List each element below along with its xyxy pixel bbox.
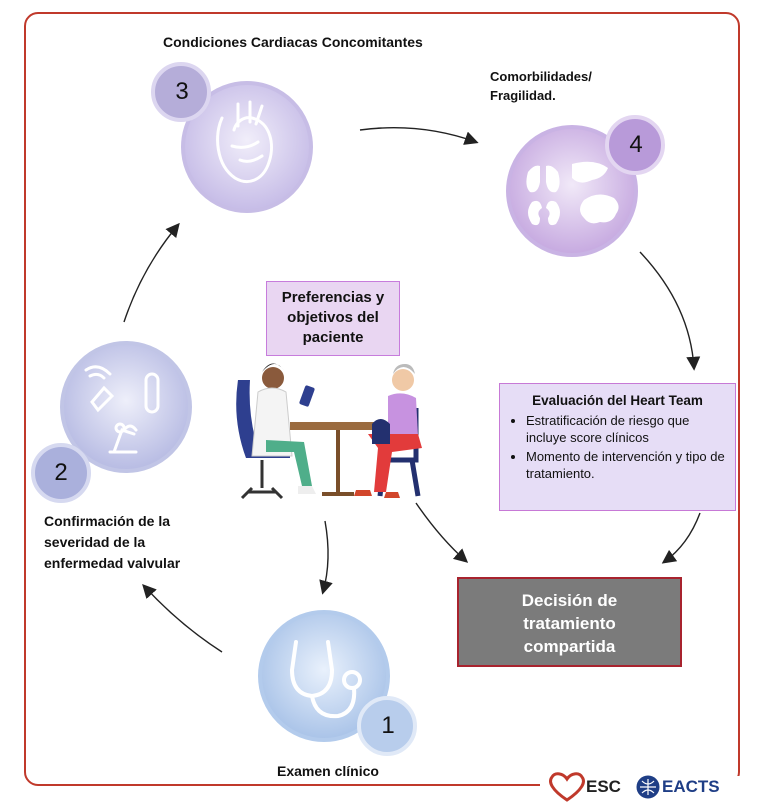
eacts-logo-text: EACTS [662,777,720,796]
brain-icon [580,194,619,224]
organs-icons [526,161,619,226]
lungs-icon [526,165,560,193]
step4-number-badge [605,115,665,175]
step2-circle [60,341,192,473]
patient-preferences-box: Preferencias y objetivos del paciente [266,281,400,356]
step4-number: 4 [629,131,643,158]
heart-team-title: Evaluación del Heart Team [532,393,703,408]
ultrasound-probe-icon [84,365,115,413]
step2-label: Confirmación de la severidad de la enfer… [44,513,181,571]
esc-heart-logo-icon [549,772,585,802]
step1-label: Examen clínico [277,763,379,779]
step1-circle [258,610,390,742]
step1-number: 1 [381,712,395,739]
liver-icon [572,161,608,183]
step1-number-badge [357,696,417,756]
eacts-globe-logo-icon [636,775,660,799]
exercise-bike-icon [108,422,138,454]
heart-team-item: Momento de intervención y tipo de tratam… [526,448,725,482]
heart-icon [216,100,273,183]
step3-circle [181,81,313,213]
doctor-patient-illustration [236,363,422,500]
step3-number: 3 [175,78,189,105]
step2-number: 2 [54,459,68,486]
shared-decision-box: Decisión de tratamiento compartida [457,577,682,667]
test-tube-icon [144,372,160,414]
heart-team-list: Estratificación de riesgo que incluye sc… [510,412,725,482]
step4-circle [506,125,638,257]
esc-logo-text: ESC [586,777,621,796]
stethoscope-icon [289,640,362,719]
step3-label: Condiciones Cardiacas Concomitantes [163,34,423,50]
kidneys-icon [528,200,560,226]
step4-label: Comorbilidades/ Fragilidad. [490,69,592,103]
step3-number-badge [151,62,211,122]
step2-number-badge [31,443,91,503]
heart-team-box: Evaluación del Heart Team Estratificació… [499,383,736,511]
diagram-frame [24,12,740,786]
heart-team-item: Estratificación de riesgo que incluye sc… [526,412,725,446]
cycle-arrows [123,127,701,653]
